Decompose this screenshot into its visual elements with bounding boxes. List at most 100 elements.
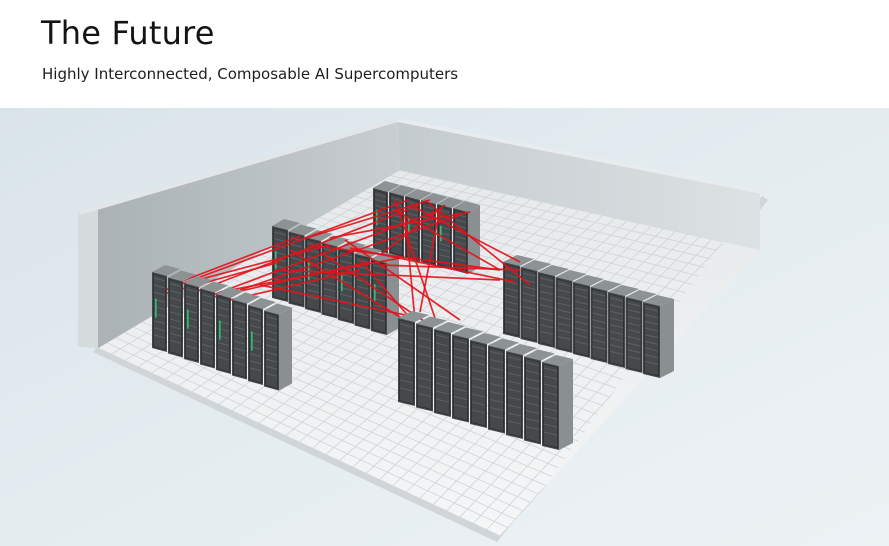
status-light [440, 225, 442, 242]
server-rack [520, 260, 552, 343]
server-rack [152, 265, 180, 352]
server-rack [542, 355, 573, 450]
rack-vent [265, 358, 278, 363]
server-rack [524, 349, 555, 445]
rack-vent [185, 331, 198, 336]
rack-top [321, 235, 350, 247]
rack-vent [265, 351, 278, 356]
server-rack [555, 270, 587, 353]
rack-vent [522, 285, 536, 290]
rack-vent [438, 242, 451, 247]
interconnect-cable [349, 247, 516, 283]
rack-top [538, 265, 569, 276]
floor-grid-line [98, 347, 501, 537]
rack-vent [153, 284, 166, 289]
rack-side [660, 299, 674, 378]
server-rack [398, 311, 429, 406]
rack-vent [525, 370, 540, 375]
rack-vent [522, 299, 536, 304]
rack-vent [217, 299, 230, 304]
rack-vent [525, 418, 540, 423]
rack-front [503, 262, 520, 338]
interconnect-cable [394, 209, 501, 271]
rack-vent [471, 369, 486, 374]
rack-vent [435, 366, 450, 371]
rack-vent [249, 317, 262, 322]
rack-front [555, 277, 573, 353]
rack-vent [290, 243, 303, 248]
rack-vent [453, 396, 468, 401]
rack-vent [153, 277, 166, 282]
rack-door [521, 268, 537, 342]
rack-top [643, 295, 674, 306]
rack-vent [273, 231, 287, 236]
status-light [187, 309, 189, 329]
rack-top [573, 275, 604, 286]
rack-vent [574, 294, 589, 299]
server-rack [168, 270, 196, 358]
rack-vent [471, 353, 486, 358]
server-rack [452, 327, 483, 423]
rack-vent [557, 335, 571, 340]
rack-vent [543, 415, 558, 420]
rack-side [279, 307, 292, 391]
rack-vent [522, 319, 536, 324]
rack-vent [435, 374, 450, 379]
rack-vent [372, 277, 386, 282]
rack-top [555, 270, 587, 281]
rack-vent [390, 230, 403, 235]
rack-top [506, 344, 537, 355]
rack-vent [507, 380, 522, 385]
rack-vent [543, 383, 558, 388]
rack-vent [543, 375, 558, 380]
rack-vent [574, 307, 589, 312]
interconnect-cable [379, 264, 521, 271]
rack-vent [543, 431, 558, 436]
rack-vent [233, 354, 246, 359]
rack-door [390, 193, 403, 257]
rack-vent [557, 329, 571, 334]
rack-vent [249, 310, 262, 315]
rack-vent [249, 367, 262, 372]
rack-top [608, 285, 639, 296]
rack-vent [609, 344, 624, 349]
rack-vent [489, 391, 504, 396]
floor-grid-line [133, 326, 531, 503]
rack-vent [265, 365, 278, 370]
rack-door [644, 303, 659, 377]
rack-vent [323, 294, 336, 299]
rack-vent [609, 324, 624, 329]
rack-vent [417, 329, 432, 334]
rack-side [559, 359, 573, 450]
server-rack [590, 280, 622, 363]
rack-vent [435, 382, 450, 387]
rack-side [387, 256, 399, 335]
rack-vent [489, 415, 504, 420]
status-light [374, 284, 376, 303]
rack-vent [323, 288, 336, 292]
rack-vent [435, 398, 450, 403]
rack-top [371, 252, 399, 263]
rack-vent [525, 386, 540, 391]
rack-vent [185, 295, 198, 300]
rack-vent [249, 360, 262, 365]
interconnect-cable [424, 199, 531, 286]
rack-vent [539, 290, 554, 295]
floor-grid-line [106, 342, 508, 528]
server-rack [434, 322, 465, 417]
rack-door [306, 238, 320, 312]
rack-vent [356, 299, 369, 303]
rack-vent [489, 367, 504, 372]
interconnect-cable [409, 204, 521, 263]
rack-front [232, 299, 247, 380]
left-wall-top [78, 118, 398, 215]
rack-vent [153, 291, 166, 296]
status-light [376, 209, 378, 226]
rack-front [488, 345, 505, 434]
rack-vent [406, 212, 419, 217]
rack-vent [339, 260, 353, 265]
rack-vent [471, 393, 486, 398]
rack-vent [399, 379, 414, 384]
rack-vent [507, 412, 522, 417]
rack-vent [438, 248, 451, 253]
